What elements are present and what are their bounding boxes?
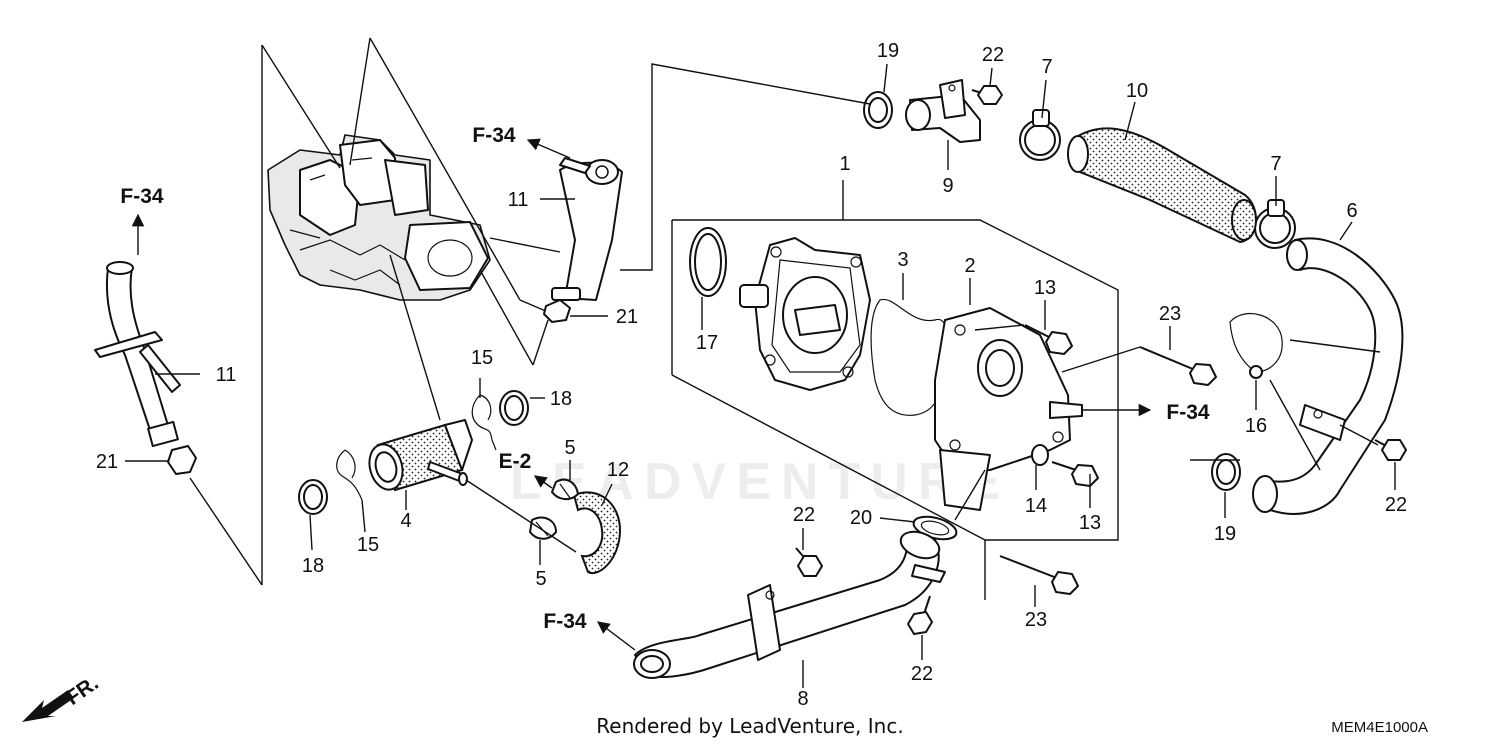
- callout-label: 5: [535, 568, 546, 590]
- pipe-6-leader-lines: [1190, 339, 1381, 471]
- callout-label: 7: [1270, 153, 1281, 175]
- pipe-11-left: [94, 261, 197, 475]
- bolt-23-lower: [999, 555, 1079, 595]
- engine-block: [267, 134, 491, 301]
- callout-label: 13: [1079, 512, 1101, 534]
- o-ring-17: [689, 227, 727, 297]
- callout-label: 12: [607, 459, 629, 481]
- pump-leader-lines: [954, 324, 1152, 521]
- callout-leader-lines: [125, 63, 1396, 688]
- ref-label: E-2: [499, 450, 532, 473]
- reference-labels: F-34 F-34 F-34 F-34 E-2: [120, 124, 1210, 633]
- callout-label: 15: [357, 534, 379, 556]
- hose-12: [572, 491, 622, 575]
- callout-label: 20: [850, 507, 872, 529]
- callout-label: 4: [400, 510, 411, 532]
- callout-label: 17: [696, 332, 718, 354]
- callout-label: 19: [1214, 523, 1236, 545]
- o-ring-18-upper: [499, 390, 529, 426]
- callout-labels: 1 2 3 4 5 5 6 7 7 8 9 10 11 11 12 13 13 …: [96, 40, 1407, 710]
- callout-label: 22: [1385, 494, 1407, 516]
- callout-label: 8: [797, 688, 808, 710]
- callout-label: 14: [1025, 495, 1047, 517]
- washer-14: [1031, 444, 1049, 466]
- front-direction-marker: FR.: [22, 672, 103, 722]
- front-marker-label: FR.: [62, 672, 103, 710]
- pipe-9: [905, 79, 981, 143]
- callout-label: 7: [1041, 56, 1052, 78]
- ref-label: F-34: [120, 185, 164, 208]
- callout-label: 15: [471, 347, 493, 369]
- callout-label: 6: [1346, 200, 1357, 222]
- callout-label: 22: [911, 663, 933, 685]
- callout-label: 21: [616, 306, 638, 328]
- pipe-8: [633, 530, 946, 679]
- bolt-23-upper: [1139, 346, 1217, 386]
- o-ring-19-right: [1211, 453, 1241, 491]
- callout-label: 2: [964, 255, 975, 277]
- clamp-5-upper: [551, 478, 579, 500]
- callout-label: 22: [793, 504, 815, 526]
- callout-label: 18: [550, 388, 572, 410]
- callout-label: 18: [302, 555, 324, 577]
- pump-assembly-box: [671, 180, 1119, 600]
- clamp-7-top: [1019, 109, 1061, 161]
- bolt-22-right: [1374, 439, 1407, 461]
- pump-housing-2: [934, 307, 1083, 511]
- callout-label: 19: [877, 40, 899, 62]
- callout-label: 23: [1159, 303, 1181, 325]
- callout-label: 23: [1025, 609, 1047, 631]
- callout-label: 16: [1245, 415, 1267, 437]
- ref-label: F-34: [1166, 401, 1210, 424]
- callout-label: 21: [96, 451, 118, 473]
- water-pump-body: [739, 237, 871, 391]
- o-ring-18-lower: [298, 479, 328, 515]
- pipe-6: [1252, 237, 1404, 515]
- callout-label: 1: [839, 153, 850, 175]
- callout-label: 11: [508, 189, 529, 211]
- engine-leader-lines: [189, 37, 561, 586]
- clip-15-lower: [336, 449, 363, 501]
- pipe-4: [368, 419, 473, 492]
- ref-arrows: [131, 138, 636, 651]
- bolt-22-top: [971, 85, 1003, 105]
- callout-label: 22: [982, 44, 1004, 66]
- ref-label: F-34: [543, 610, 587, 633]
- bolt-13-lower: [1051, 461, 1099, 487]
- pump-top-leader: [620, 63, 871, 271]
- callout-label: 3: [897, 249, 908, 271]
- hose-10: [1067, 127, 1257, 244]
- callout-label: 5: [564, 437, 575, 459]
- bolt-22-pipe8-lower: [907, 595, 933, 635]
- o-ring-19-top: [863, 91, 893, 129]
- ref-label: F-34: [472, 124, 516, 147]
- footer-credit: Rendered by LeadVenture, Inc.: [596, 714, 904, 738]
- bolt-13-upper: [1024, 324, 1073, 355]
- clamp-16: [1229, 313, 1283, 379]
- callout-label: 11: [216, 364, 237, 386]
- callout-label: 10: [1126, 80, 1148, 102]
- bolt-22-pipe8-upper: [795, 547, 823, 577]
- pipe-11-middle: [543, 157, 623, 323]
- callout-label: 13: [1034, 277, 1056, 299]
- clamp-7-right: [1254, 199, 1296, 249]
- clamp-5-lower: [529, 516, 557, 540]
- clip-15-upper: [471, 394, 497, 451]
- diagram-code: MEM4E1000A: [1331, 719, 1428, 736]
- callout-label: 9: [942, 175, 953, 197]
